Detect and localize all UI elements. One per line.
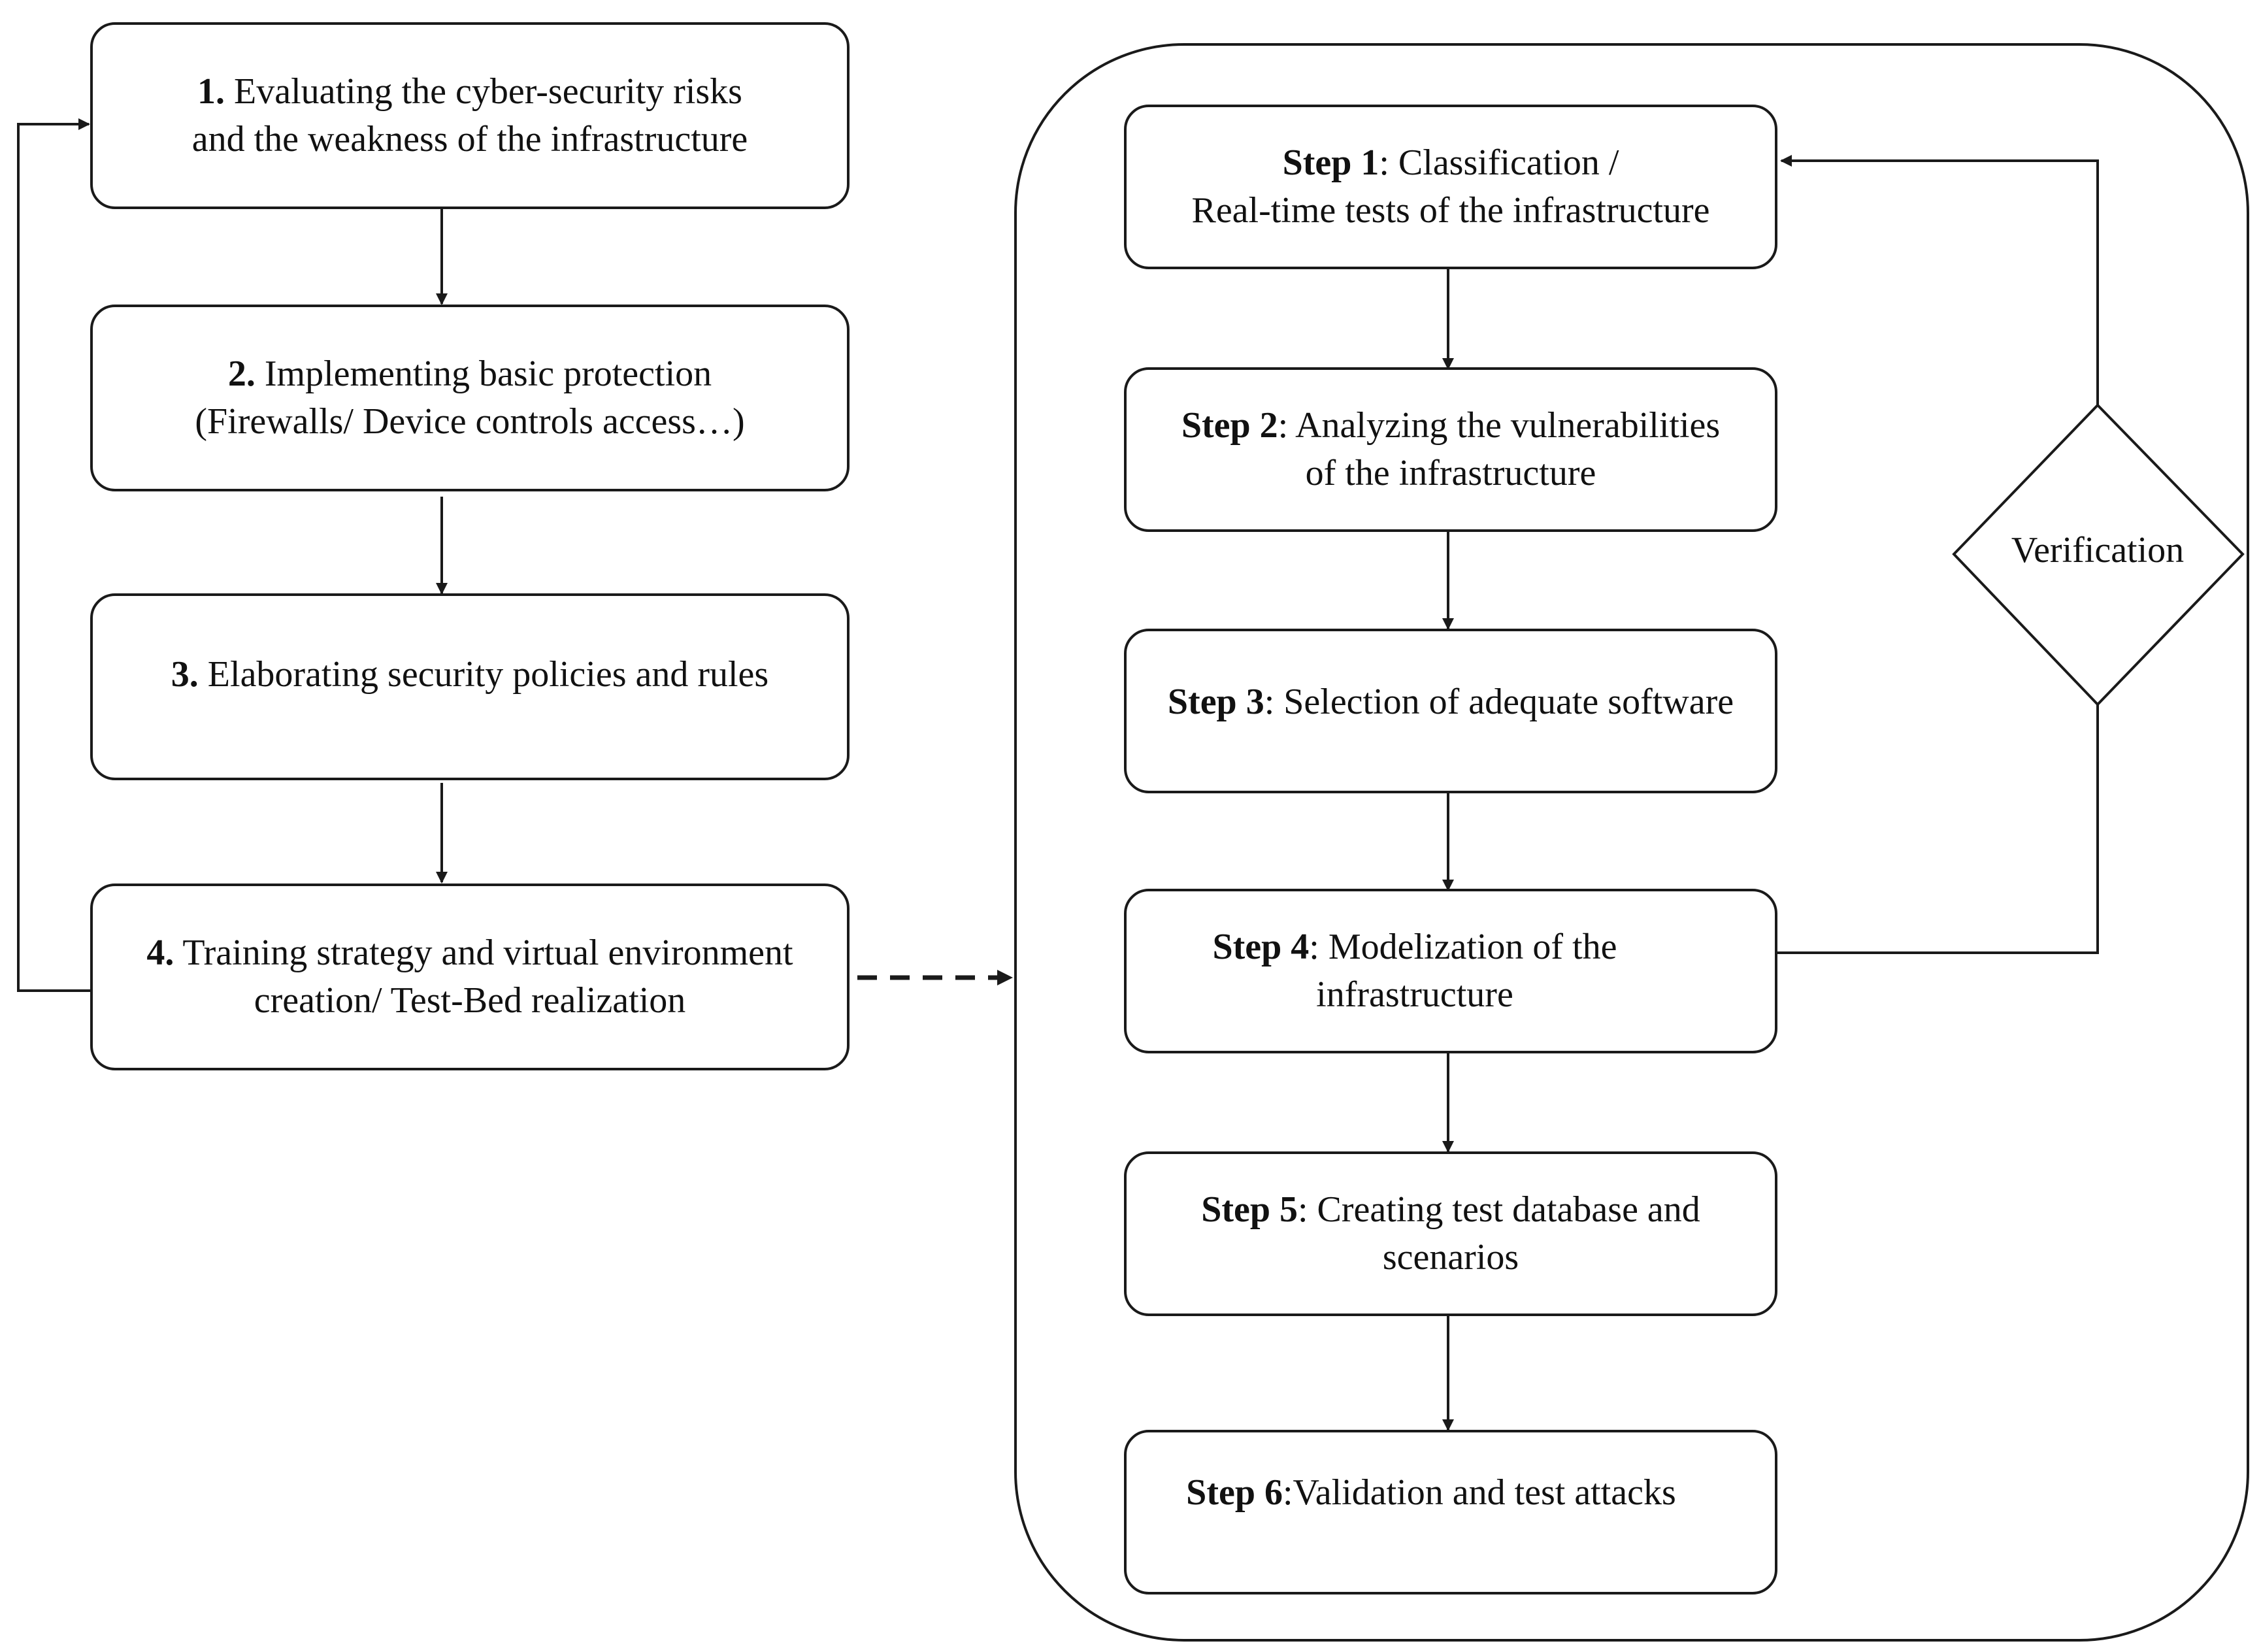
right-step-6-box: Step 6:Validation and test attacks bbox=[1124, 1430, 1777, 1594]
left-step-2-text-line-2: (Firewalls/ Device controls access…) bbox=[195, 401, 745, 442]
left-step-4-text-line-2: creation/ Test-Bed realization bbox=[254, 980, 686, 1021]
left-step-4-number: 4. bbox=[146, 933, 174, 974]
left-step-1-text-line-2: and the weakness of the infrastructure bbox=[191, 119, 748, 159]
left-step-4-text-line-1: Training strategy and virtual environmen… bbox=[174, 933, 793, 974]
right-step-4-label: Step 4 bbox=[1212, 927, 1310, 968]
right-step-2-label: Step 2 bbox=[1181, 405, 1278, 446]
right-step-1-label: Step 1 bbox=[1282, 142, 1379, 184]
verification-input-line bbox=[1777, 704, 2099, 954]
left-step-2-box: 2. Implementing basic protection (Firewa… bbox=[90, 305, 850, 491]
left-step-3-number: 3. bbox=[171, 654, 199, 695]
right-step-3-text-line-1: : Selection of adequate software bbox=[1264, 682, 1734, 722]
feedback-loop-4-to-1 bbox=[17, 118, 90, 992]
left-step-3-box: 3. Elaborating security policies and rul… bbox=[90, 593, 850, 780]
right-step-4-text-line-1: : Modelization of the bbox=[1309, 927, 1617, 968]
right-step-4-box: Step 4: Modelization of the infrastructu… bbox=[1124, 889, 1777, 1053]
right-step-5-text-line-1: : Creating test database and bbox=[1298, 1189, 1700, 1231]
left-step-1-number: 1. bbox=[197, 71, 225, 112]
right-step-6-label: Step 6 bbox=[1186, 1472, 1283, 1513]
right-step-3-label: Step 3 bbox=[1167, 682, 1264, 722]
left-step-4-box: 4. Training strategy and virtual environ… bbox=[90, 884, 850, 1070]
right-step-1-text-line-2: Real-time tests of the infrastructure bbox=[1191, 190, 1710, 231]
left-step-2-text-line-1: Implementing basic protection bbox=[255, 354, 712, 395]
right-step-2-box: Step 2: Analyzing the vulnerabilities of… bbox=[1124, 367, 1777, 532]
right-step-6-text-line-1: :Validation and test attacks bbox=[1282, 1472, 1676, 1513]
right-step-1-box: Step 1: Classification / Real-time tests… bbox=[1124, 105, 1777, 269]
right-step-3-box: Step 3: Selection of adequate software bbox=[1124, 629, 1777, 793]
right-step-1-text-line-1: : Classification / bbox=[1379, 142, 1619, 184]
left-step-2-number: 2. bbox=[227, 354, 256, 395]
left-step-3-text-line-1: Elaborating security policies and rules bbox=[198, 654, 769, 695]
right-step-2-text-line-2: of the infrastructure bbox=[1305, 453, 1596, 493]
right-step-5-box: Step 5: Creating test database and scena… bbox=[1124, 1151, 1777, 1316]
left-step-1-text-line-1: Evaluating the cyber-security risks bbox=[225, 71, 742, 112]
right-step-5-text-line-2: scenarios bbox=[1382, 1237, 1519, 1278]
right-step-5-label: Step 5 bbox=[1201, 1189, 1298, 1231]
verification-diamond bbox=[1952, 403, 2245, 706]
right-step-2-text-line-1: : Analyzing the vulnerabilities bbox=[1278, 405, 1721, 446]
verification-label: Verification bbox=[2011, 530, 2185, 570]
left-step-1-box: 1. Evaluating the cyber-security risks a… bbox=[90, 22, 850, 209]
right-step-4-text-line-2: infrastructure bbox=[1316, 974, 1513, 1015]
process-container bbox=[1014, 43, 2249, 1642]
